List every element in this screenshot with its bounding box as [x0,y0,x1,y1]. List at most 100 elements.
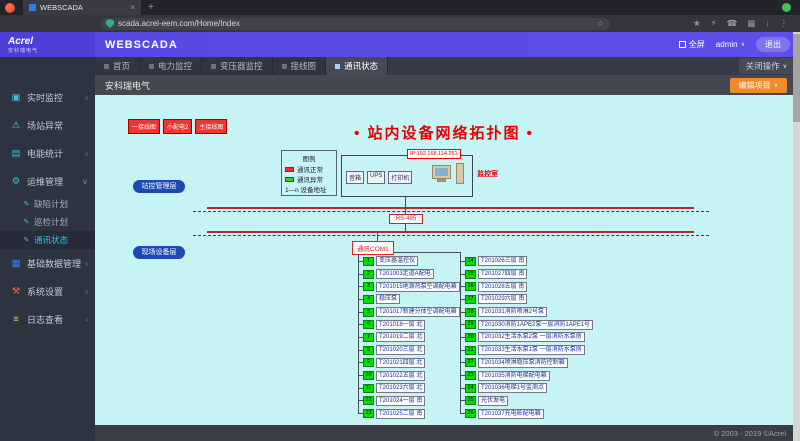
connector-stub [460,324,465,326]
connector-stub [460,273,465,275]
computer-tower-shape [456,163,464,184]
scrollbar-thumb[interactable] [793,34,800,122]
phone-icon[interactable]: ☎ [726,18,738,28]
browser-address-bar: scada.acrel-eem.com/Home/Index ☆ ★ ⚡ ☎ ▦… [0,15,800,32]
tab-title: WEBSCADA [40,3,83,12]
topology-link-1[interactable]: 小配电2 [163,119,193,134]
fullscreen-button[interactable]: 全屏 [678,39,705,50]
sidebar-item-3[interactable]: ⚙运维管理∨ [0,167,95,195]
device-address-badge: 19 [465,320,476,330]
project-bar: 安科瑞电气 编辑项目 ∨ [95,75,800,95]
url-field[interactable]: scada.acrel-eem.com/Home/Index ☆ [100,17,610,30]
connector-stub [358,336,363,338]
security-shield-icon [106,19,114,28]
sidebar-item-6[interactable]: ≡日志查看‹ [0,305,95,333]
sidebar-subitem-3-1[interactable]: ✎巡检计划 [0,213,95,231]
tab-4[interactable]: 通讯状态 [326,57,389,75]
sidebar-item-5[interactable]: ⚒系统设置‹ [0,277,95,305]
chevron-icon: ‹ [85,314,88,324]
device-name: T201028五层 南 [478,281,528,292]
user-menu[interactable]: admin ∨ [716,40,745,49]
sidebar-subitem-label: 缺陷计划 [34,199,69,209]
tab-1[interactable]: 电力监控 [140,57,203,75]
connector-stub [358,375,363,377]
sidebar-item-2[interactable]: ▤电能统计‹ [0,139,95,167]
sidebar-subitem-3-0[interactable]: ✎缺陷计划 [0,195,95,213]
more-menu-icon[interactable]: ⋮ [779,18,789,28]
connector-stub [358,286,363,288]
sidebar-item-1[interactable]: ⚠场站异常 [0,111,95,139]
close-operations-menu[interactable]: 关闭操作∨ [738,58,794,74]
legend-title: 图例 [302,156,316,163]
topology-link-2[interactable]: 主接线图 [195,119,228,134]
favorites-icon[interactable]: ★ [693,18,701,28]
connector-stub [358,324,363,326]
extensions-icon[interactable]: ▦ [747,18,756,28]
connector-stub [358,413,363,415]
device-address-badge: 18 [465,307,476,317]
legend-label: 1—n 设备地址 [285,187,327,194]
browser-avatar-icon[interactable] [782,3,791,12]
app-header: Acrel 安科瑞电气 WEBSCADA 全屏 admin ∨ 退出 [0,32,800,57]
sidebar-item-0[interactable]: ▣实时监控‹ [0,83,95,111]
legend-swatch [285,166,294,172]
topology-link-0[interactable]: 一接线图 [128,119,161,134]
device-name: T201023六层 北 [376,383,426,394]
sidebar-item-4[interactable]: ▦基础数据管理‹ [0,249,95,277]
device-name: T201036电梯1号监测点 [478,383,548,394]
logout-button[interactable]: 退出 [756,37,790,52]
tab-close-icon[interactable]: × [130,3,135,12]
flash-icon[interactable]: ⚡ [710,18,717,28]
sidebar-subitem-3-2[interactable]: ✎通讯状态 [0,231,95,249]
new-tab-button[interactable]: + [148,2,154,13]
bookmark-star-icon[interactable]: ☆ [596,19,604,28]
page-scrollbar[interactable] [793,32,800,441]
tab-2[interactable]: 变压器监控 [202,57,273,75]
browser-logo-icon[interactable] [5,2,15,13]
download-icon[interactable]: ↓ [765,18,770,28]
device-address-badge: 17 [465,294,476,304]
device-address-badge: 25 [465,396,476,406]
project-action-button[interactable]: 编辑项目 ∨ [729,77,787,93]
connector-line [405,197,406,208]
document-icon: ✎ [23,237,30,244]
browser-tab[interactable]: WEBSCADA × [23,0,141,15]
url-text[interactable]: scada.acrel-eem.com/Home/Index [118,19,240,28]
project-action-label: 编辑项目 [738,80,771,90]
device-trunk-left [358,252,359,413]
browser-toolbar-icons: ★ ⚡ ☎ ▦ ↓ ⋮ [693,18,788,29]
device-name: T201027四层 南 [478,269,528,280]
device-address-badge: 10 [363,371,374,381]
tab-0[interactable]: 首页 [95,57,141,75]
tab-3[interactable]: 接线图 [272,57,327,75]
device-address-badge: 23 [465,371,476,381]
